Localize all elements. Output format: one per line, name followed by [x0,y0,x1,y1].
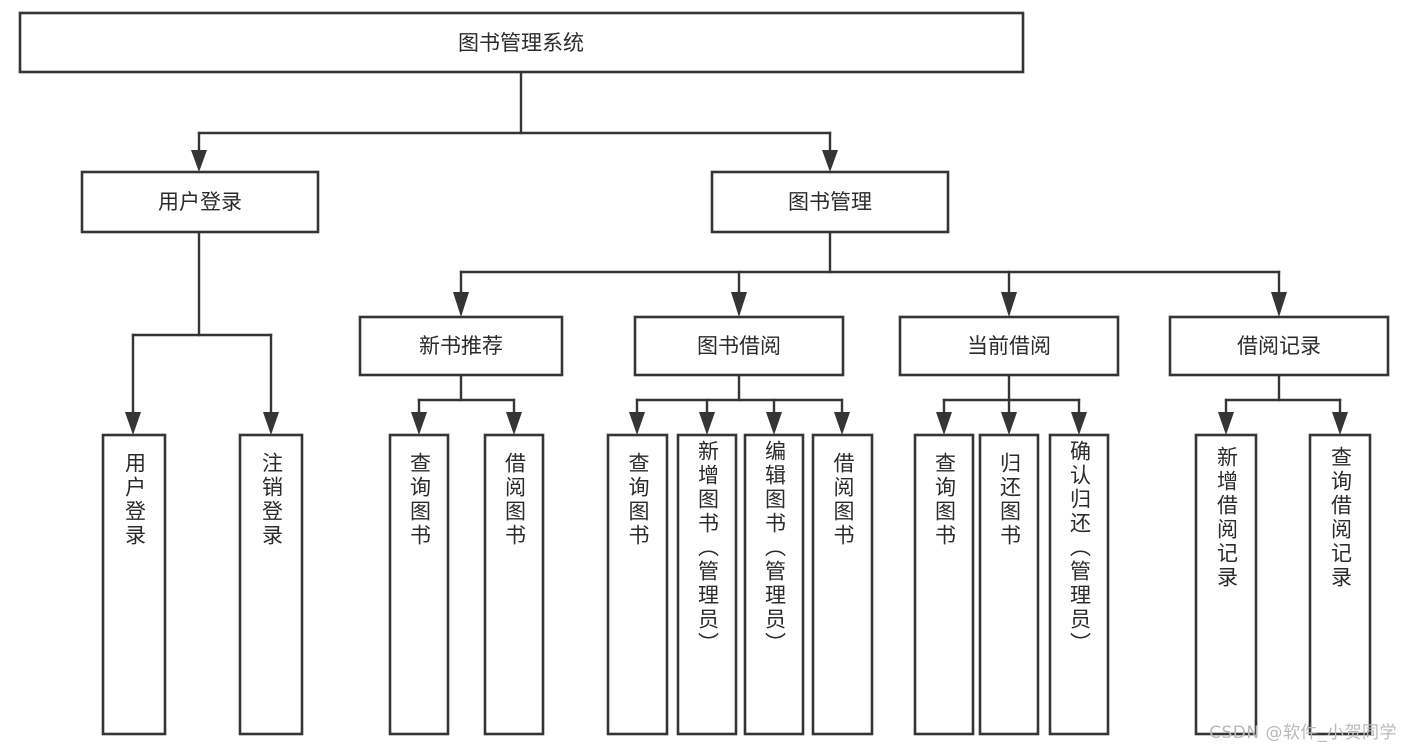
node-current-borrow[interactable]: 当前借阅 [898,315,1120,377]
node-book-management-box [710,170,950,234]
arrow-borrow-leaf-4 [834,412,850,435]
node-new-book-recommend[interactable]: 新书推荐 [358,315,564,377]
leaf-box-current-2[interactable] [978,433,1040,736]
leaf-box-newbook-1[interactable] [388,433,450,736]
arrow-record-leaf-2 [1332,412,1348,435]
node-book-borrow-label: 图书借阅 [697,334,781,358]
node-root-system[interactable]: 图书管理系统 [18,11,1025,74]
leaf-box-current-3[interactable] [1048,433,1110,736]
edges-group [125,70,1348,435]
arrow-borrow-leaf-3 [766,412,782,435]
node-root-box [18,11,1025,74]
leaf-box-current-1[interactable] [913,433,975,736]
node-current-borrow-box [898,315,1120,377]
node-borrow-record-label: 借阅记录 [1237,334,1321,358]
leaf-box-borrow-1[interactable] [606,433,669,736]
node-book-management[interactable]: 图书管理 [710,170,950,234]
node-user-login[interactable]: 用户登录 [80,170,320,234]
arrow-to-book-management [822,150,838,172]
node-new-book-recommend-box [358,315,564,377]
node-book-management-label: 图书管理 [788,190,872,214]
node-new-book-recommend-label: 新书推荐 [419,334,503,358]
leaf-boxes-group [101,433,1372,736]
leaf-box-record-2[interactable] [1308,433,1372,736]
leaf-box-borrow-2[interactable] [676,433,738,736]
arrow-to-user-login [191,150,207,172]
arrow-newbook-leaf-1 [411,412,427,435]
watermark-text: CSDN @软件_小贺同学 [1209,723,1397,743]
leaf-box-newbook-2[interactable] [483,433,545,736]
node-borrow-record-box [1168,315,1390,377]
leaf-box-borrow-3[interactable] [743,433,805,736]
leaf-box-user-login-1[interactable] [101,433,167,736]
node-user-login-box [80,170,320,234]
arrow-record-leaf-1 [1218,412,1234,435]
leaf-box-user-login-2[interactable] [238,433,304,736]
node-user-login-label: 用户登录 [158,190,242,214]
arrow-current-leaf-2 [1001,412,1017,435]
arrow-current-leaf-1 [936,412,952,435]
node-borrow-record[interactable]: 借阅记录 [1168,315,1390,377]
arrow-to-new-book [453,292,469,317]
arrow-to-book-borrow [731,292,747,317]
arrow-newbook-leaf-2 [506,412,522,435]
arrow-borrow-leaf-2 [699,412,715,435]
arrow-to-current-borrow [1001,292,1017,317]
arrow-current-leaf-3 [1071,412,1087,435]
leaf-box-record-1[interactable] [1194,433,1258,736]
arrow-to-borrow-record [1271,292,1287,317]
node-book-borrow-box [633,315,845,377]
node-root-label: 图书管理系统 [458,31,584,55]
arrow-borrow-leaf-1 [629,412,645,435]
node-book-borrow[interactable]: 图书借阅 [633,315,845,377]
node-current-borrow-label: 当前借阅 [967,334,1051,358]
arrow-user-leaf-1 [125,412,141,435]
leaf-box-borrow-4[interactable] [811,433,874,736]
arrow-user-leaf-2 [263,412,279,435]
